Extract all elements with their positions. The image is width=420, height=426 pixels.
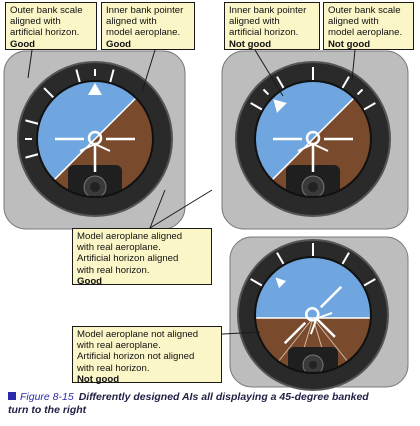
callout-line: aligned with	[328, 16, 379, 28]
callout-line: Outer bank scale	[328, 5, 401, 16]
callout-line: aligned with	[229, 16, 280, 28]
ground	[37, 81, 153, 197]
model-aeroplane	[55, 130, 135, 172]
callout-line: model aeroplane.	[106, 27, 181, 39]
figure-caption: Figure 8-15 Differently designed AIs all …	[8, 391, 413, 417]
callout-line: artificial horizon.	[10, 27, 80, 39]
callout-outer-scale-horizon: Outer bank scale aligned with artificial…	[5, 2, 97, 50]
figure-title-line-1: Differently designed AIs all displaying …	[78, 391, 369, 403]
outer-bank-scale	[250, 67, 376, 111]
inner-bank-pointer	[273, 99, 287, 113]
model-aeroplane	[275, 277, 343, 345]
model-aeroplane	[273, 130, 353, 172]
callout-line: Artificial horizon not aligned	[77, 351, 195, 363]
instrument-2	[221, 50, 409, 230]
callout-inner-pointer-horizon: Inner bank pointer aligned with artifici…	[224, 2, 320, 50]
callout-line: model aeroplane.	[328, 27, 403, 39]
callout-line: artificial horizon.	[229, 27, 299, 39]
instrument-1	[3, 50, 186, 230]
callout-line: Model aeroplane not aligned	[77, 329, 199, 340]
callout-line: with real aeroplane.	[77, 242, 161, 254]
callout-line: with real aeroplane.	[77, 340, 161, 352]
horizon-line	[259, 85, 367, 193]
inner-bank-pointer	[275, 277, 287, 289]
callout-verdict: Good	[77, 275, 103, 287]
horizon-line	[41, 85, 149, 193]
callout-verdict: Not good	[328, 38, 371, 50]
caption-marker-icon	[8, 392, 16, 400]
callout-model-horizon-not-aligned: Model aeroplane not aligned with real ae…	[72, 326, 222, 385]
callout-line: Outer bank scale	[10, 5, 83, 16]
callout-line: aligned with	[10, 16, 61, 28]
callout-line: Inner bank pointer	[229, 5, 307, 16]
callout-line: with real horizon.	[77, 362, 150, 374]
callout-line: with real horizon.	[77, 264, 150, 276]
callout-model-horizon-aligned: Model aeroplane aligned with real aeropl…	[72, 228, 212, 287]
callout-verdict: Not good	[77, 373, 120, 385]
callout-verdict: Not good	[229, 38, 272, 50]
figure-label: Figure 8-15	[20, 391, 74, 403]
inner-bank-pointer	[88, 83, 102, 95]
callout-outer-scale-model: Outer bank scale aligned with model aero…	[323, 2, 414, 50]
outer-bank-scale	[250, 243, 376, 287]
callout-verdict: Good	[106, 38, 132, 50]
leader-lines	[27, 49, 356, 339]
callout-line: Model aeroplane aligned	[77, 231, 183, 242]
figure-title-line-2: turn to the right	[8, 404, 87, 416]
callout-inner-pointer-model: Inner bank pointer aligned with model ae…	[101, 2, 195, 50]
ground	[255, 81, 371, 197]
instrument-3	[229, 236, 409, 391]
callout-line: Artificial horizon aligned	[77, 253, 179, 265]
sky	[37, 81, 153, 197]
callout-verdict: Good	[10, 38, 36, 50]
callout-line: Inner bank pointer	[106, 5, 184, 16]
callout-line: aligned with	[106, 16, 157, 28]
outer-bank-scale	[24, 68, 115, 159]
